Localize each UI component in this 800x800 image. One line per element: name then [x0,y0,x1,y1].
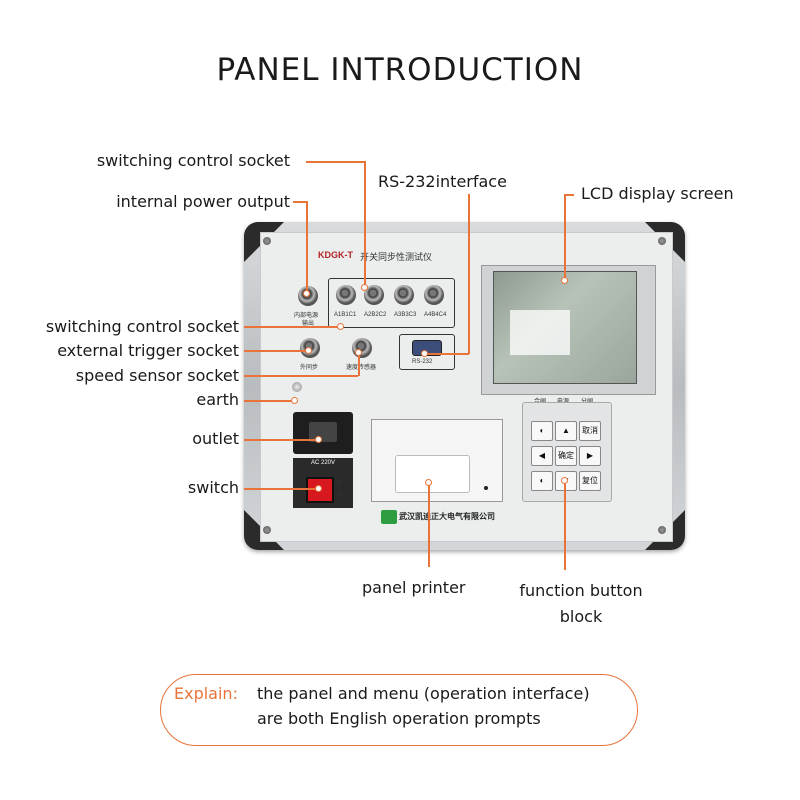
callout-line [244,326,340,328]
callout-line [244,439,318,441]
switch-on-label: 开 [336,481,343,487]
callout-dot [303,290,310,297]
explain-heading: Explain: [174,684,238,703]
up-arrow-key[interactable]: ▲ [555,421,577,441]
ac-label: AC 220V [293,458,353,468]
screw [263,526,271,534]
label-switch: switch [187,478,239,497]
callout-line [306,161,365,163]
screw [263,237,271,245]
label-function-button-block-1: function button [519,581,643,600]
control-socket-1-label: A1B1C1 [334,312,357,318]
speed-sensor-label: 速度传感器 [346,365,377,371]
explain-box [160,674,638,746]
callout-dot [291,397,298,404]
page-title: PANEL INTRODUCTION [216,52,584,88]
callout-line [468,194,470,354]
callout-line [244,350,308,352]
label-external-trigger-socket: external trigger socket [57,341,239,360]
callout-dot [361,284,368,291]
callout-dot [425,479,432,486]
callout-line [244,488,318,490]
external-trigger-label: 外同步 [300,365,319,371]
company-name: 武汉凯迪正大电气有限公司 [399,512,495,521]
label-switching-control-socket-top: switching control socket [96,151,290,170]
speed-sensor-socket [352,338,372,358]
control-socket-2 [364,285,384,305]
device-model: KDGK-T [318,250,353,260]
label-lcd-display-screen: LCD display screen [581,184,734,203]
label-internal-power-output: internal power output [116,192,290,211]
power-outlet [293,412,353,454]
screw [658,526,666,534]
earth-terminal [292,382,302,392]
switch-off-label: 关 [336,493,343,499]
callout-line [428,482,430,567]
explain-line-1: the panel and menu (operation interface) [257,684,590,703]
confirm-key[interactable]: 确定 [555,446,577,466]
callout-line [358,352,360,376]
callout-dot [305,347,312,354]
rs232-frame [399,334,455,370]
socket-group-frame [328,278,455,328]
label-rs232-interface: RS-232interface [378,172,507,191]
control-socket-2-label: A2B2C2 [364,312,387,318]
label-earth: earth [196,390,239,409]
callout-line [244,375,358,377]
label-function-button-block-2: block [559,607,603,626]
callout-dot [315,436,322,443]
lcd-glare [510,310,570,355]
callout-line [244,400,294,402]
label-panel-printer: panel printer [362,578,466,597]
callout-line [564,480,566,570]
company-logo [381,510,397,524]
callout-line [293,201,307,203]
callout-line [564,194,574,196]
callout-dot [561,277,568,284]
callout-line [564,194,566,280]
callout-dot [355,349,362,356]
label-speed-sensor-socket: speed sensor socket [75,366,239,385]
screw [658,237,666,245]
label-switching-control-socket: switching control socket [45,317,239,336]
left-arrow-key[interactable]: ◀ [531,446,553,466]
callout-dot [315,485,322,492]
right-arrow-key[interactable]: ▶ [579,446,601,466]
rs232-label: RS-232 [412,359,433,365]
callout-dot [421,350,428,357]
callout-line [424,353,469,355]
cancel-key[interactable]: 取消 [579,421,601,441]
explain-line-2: are both English operation prompts [257,709,541,728]
callout-line [364,161,366,287]
device-name: 开关同步性测试仪 [360,252,433,262]
label-outlet: outlet [192,429,239,448]
internal-power-socket-label: 内部电源 [294,313,319,319]
callout-dot [337,323,344,330]
internal-power-socket-label-2: 输出 [302,321,315,327]
contrast-down-key[interactable]: ◐ [531,471,553,491]
control-socket-4 [424,285,444,305]
callout-dot [561,477,568,484]
control-socket-3-label: A3B3C3 [394,312,417,318]
callout-line [306,201,308,293]
printer-feed-dot [484,486,488,490]
control-socket-4-label: A4B4C4 [424,312,447,318]
control-socket-1 [336,285,356,305]
control-socket-3 [394,285,414,305]
contrast-up-key[interactable]: ◐ [531,421,553,441]
reset-key[interactable]: 复位 [579,471,601,491]
printer-paper [395,455,470,493]
